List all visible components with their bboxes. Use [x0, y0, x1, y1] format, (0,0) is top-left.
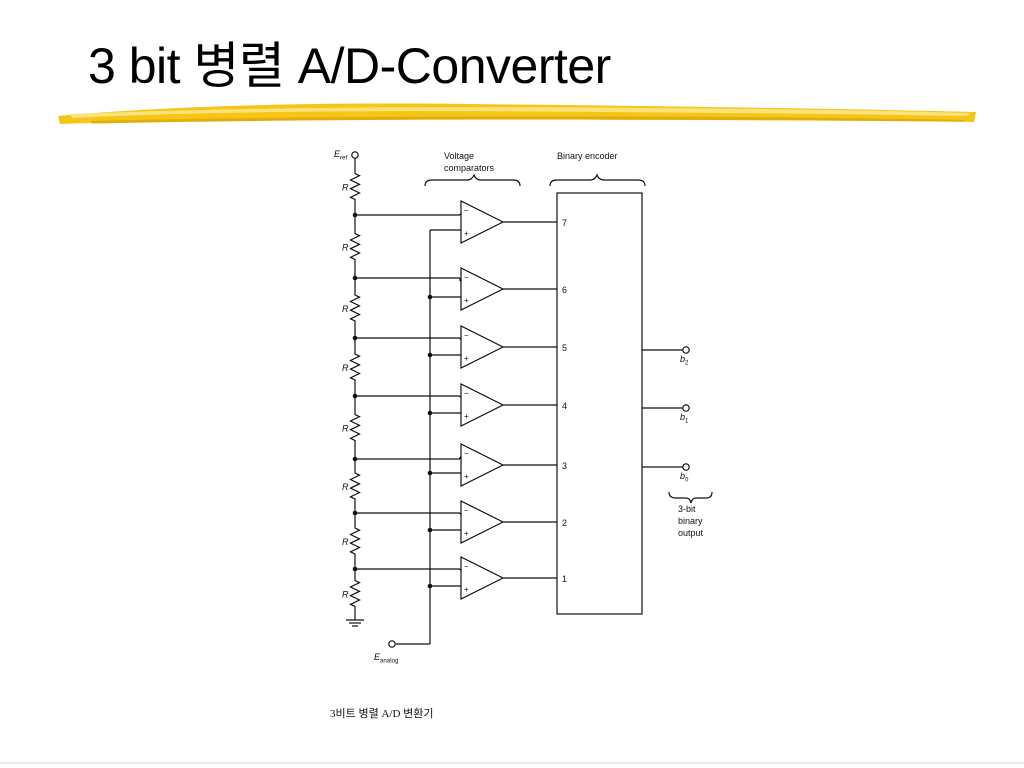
- resistor-label: R: [342, 537, 349, 547]
- comparator-plus: +: [464, 229, 469, 238]
- comparator-plus: +: [464, 585, 469, 594]
- output-label: b0: [680, 471, 689, 484]
- comparator-plus: +: [464, 529, 469, 538]
- resistor: [349, 338, 361, 396]
- comparator-minus: −: [464, 506, 469, 515]
- junction-dot: [427, 527, 433, 533]
- encoder-input-label: 6: [562, 285, 567, 295]
- output-caption: binary: [678, 516, 703, 526]
- comparator-symbol: [460, 267, 505, 311]
- comparator-symbol: [460, 325, 505, 369]
- resistor: [349, 158, 361, 215]
- comparator-symbol: [460, 443, 505, 487]
- resistor: [349, 459, 361, 513]
- output-terminal: [682, 404, 690, 412]
- comparator-plus: +: [464, 296, 469, 305]
- resistor: [349, 278, 361, 338]
- output-caption: 3-bit: [678, 504, 696, 514]
- junction-dot: [352, 510, 358, 516]
- output-label: b2: [680, 354, 689, 367]
- eref-label: Eref: [334, 149, 347, 162]
- comparator-minus: −: [464, 331, 469, 340]
- voltage-comparators-label: comparators: [444, 163, 495, 173]
- resistor-label: R: [342, 363, 349, 373]
- eref-terminal: [351, 151, 359, 159]
- encoder-input-label: 3: [562, 461, 567, 471]
- comparator-symbol: [460, 556, 505, 600]
- junction-dot: [352, 335, 358, 341]
- output-terminal: [682, 346, 690, 354]
- comparator-minus: −: [464, 389, 469, 398]
- output-terminal: [682, 463, 690, 471]
- resistor-label: R: [342, 183, 349, 193]
- junction-dot: [427, 410, 433, 416]
- binary-encoder-label: Binary encoder: [557, 151, 618, 161]
- binary-encoder-box: [556, 192, 643, 615]
- brace: [424, 173, 521, 187]
- comparator-minus: −: [464, 206, 469, 215]
- comparator-plus: +: [464, 412, 469, 421]
- resistor-label: R: [342, 243, 349, 253]
- junction-dot: [352, 393, 358, 399]
- comparator-minus: −: [464, 562, 469, 571]
- comparator-minus: −: [464, 273, 469, 282]
- encoder-input-label: 5: [562, 343, 567, 353]
- brace: [668, 491, 713, 504]
- brace: [549, 173, 646, 187]
- output-label: b1: [680, 412, 689, 425]
- junction-dot: [352, 212, 358, 218]
- resistor-label: R: [342, 590, 349, 600]
- output-caption: output: [678, 528, 704, 538]
- junction-dot: [427, 583, 433, 589]
- voltage-comparators-label: Voltage: [444, 151, 474, 161]
- resistor-label: R: [342, 424, 349, 434]
- comparator-symbol: [460, 200, 505, 244]
- junction-dot: [427, 470, 433, 476]
- eanalog-label: Eanalog: [374, 652, 398, 665]
- encoder-input-label: 7: [562, 218, 567, 228]
- junction-dot: [352, 275, 358, 281]
- junction-dot: [352, 566, 358, 572]
- figure-caption: 3비트 병렬 A/D 변환기: [330, 708, 434, 720]
- encoder-input-label: 1: [562, 574, 567, 584]
- resistor-label: R: [342, 304, 349, 314]
- comparator-symbol: [460, 500, 505, 544]
- resistor: [349, 215, 361, 278]
- comparator-minus: −: [464, 449, 469, 458]
- junction-dot: [352, 456, 358, 462]
- resistor-label: R: [342, 482, 349, 492]
- resistor: [349, 513, 361, 569]
- junction-dot: [427, 352, 433, 358]
- footer-divider: [0, 762, 1024, 764]
- encoder-input-label: 4: [562, 401, 567, 411]
- slide-title: 3 bit 병렬 A/D-Converter: [88, 38, 611, 94]
- resistor: [349, 569, 361, 618]
- highlighter-underline: [58, 103, 976, 124]
- comparator-plus: +: [464, 354, 469, 363]
- resistor: [349, 396, 361, 459]
- comparator-symbol: [460, 383, 505, 427]
- comparator-plus: +: [464, 472, 469, 481]
- junction-dot: [427, 294, 433, 300]
- eanalog-terminal: [388, 640, 396, 648]
- encoder-input-label: 2: [562, 518, 567, 528]
